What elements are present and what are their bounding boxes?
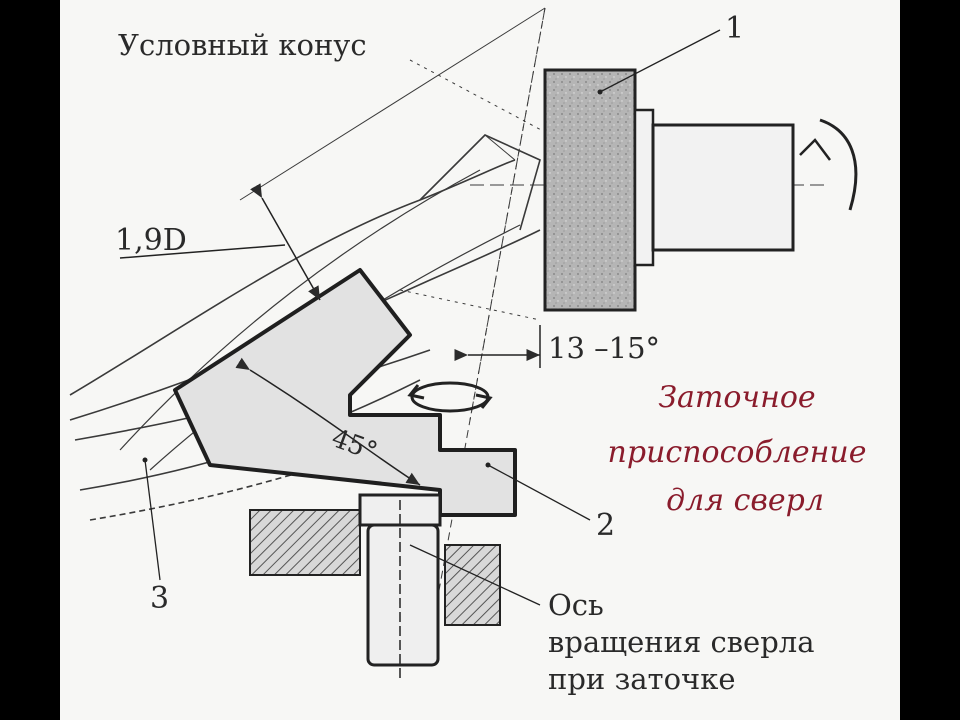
dimension-1-9d: [119, 183, 321, 301]
part-2-label: 2: [596, 508, 615, 543]
part-1-dot: [597, 89, 603, 95]
dimension-13-15-label: 13 –15°: [548, 331, 660, 365]
caption-line-2: приспособление: [608, 435, 867, 470]
part-3-label: 3: [150, 581, 169, 616]
part-3-dot: [142, 457, 148, 463]
dimension-13-15: [454, 325, 541, 368]
caption-line-3: для сверл: [666, 483, 824, 518]
angle-45-arc: [235, 357, 421, 486]
part-1-label: 1: [725, 11, 744, 46]
rotation-axis-label-line2: вращения сверла: [548, 625, 814, 659]
fixture-base: [249, 493, 501, 680]
rotation-axis-label-line3: при заточке: [548, 662, 736, 696]
rotation-axis-label-line1: Ось: [548, 588, 604, 622]
dimension-1-9d-label: 1,9D: [115, 223, 187, 258]
part-2-dot: [485, 462, 491, 468]
caption-line-1: Заточное: [658, 380, 815, 415]
curved-arrow-icon: [799, 118, 858, 211]
grinding-wheel: [543, 68, 795, 312]
leader-lines: [144, 29, 721, 606]
conditional-cone-label: Условный конус: [118, 28, 367, 62]
